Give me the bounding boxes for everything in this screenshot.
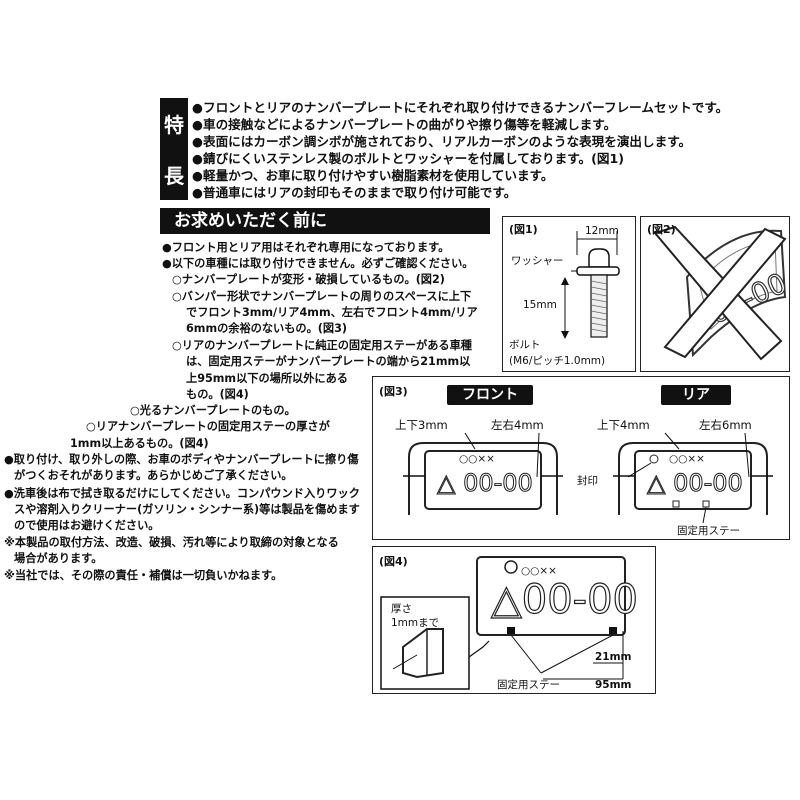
features-label-bottom: 長 bbox=[164, 164, 184, 188]
dim-21mm: 21mm bbox=[595, 651, 632, 663]
notice-line: 上95mm以下の場所以外にある bbox=[186, 372, 348, 385]
notice-line: ※本製品の取付方法、改造、破損、汚れ等により取締の対象となる bbox=[4, 536, 339, 549]
figure-4-label: (図4) bbox=[379, 555, 408, 568]
notice-line: ○リアナンバープレートの固定用ステーの厚さが bbox=[86, 420, 330, 433]
notice-line: 6mmの余裕のないもの。(図3) bbox=[186, 322, 347, 335]
notice-line: ●取り付け、取り外しの際、お車のボディやナンバープレートに擦り傷 bbox=[4, 453, 359, 466]
fig4-plate-number: △00-00 bbox=[490, 576, 638, 623]
seal-label: 封印 bbox=[577, 475, 598, 487]
figure-3: (図3) フロント リア 上下3mm 左右4mm 上下4mm 左右6mm ○○×… bbox=[372, 376, 790, 540]
notice-line: ●洗車後は布で拭き取るだけにしてください。コンパウンド入りワック bbox=[4, 487, 360, 500]
front-lr-clearance: 左右4mm bbox=[491, 418, 544, 432]
bolt-spec: (M6/ピッチ1.0mm) bbox=[509, 355, 606, 367]
feature-item: ●車の接触などによるナンバープレートの曲がりや擦り傷等を軽減します。 bbox=[192, 117, 617, 132]
thickness-label-1: 厚さ bbox=[391, 603, 412, 615]
stay-position-diagram bbox=[380, 556, 626, 690]
figure-1: (図1) 12mm ワッシャー 15mm ボルト (M6/ピッチ1.0mm) bbox=[502, 216, 636, 372]
notice-line: スや溶剤入りクリーナー(ガソリン・シンナー系)等は製品を傷めます bbox=[14, 503, 360, 516]
clearance-diagram bbox=[403, 432, 773, 524]
feature-item: ●錆びにくいステンレス製のボルトとワッシャーを付属しております。(図1) bbox=[192, 151, 624, 166]
figure-3-label: (図3) bbox=[379, 385, 408, 398]
feature-item: ●フロントとリアのナンバープレートにそれぞれ取り付けできるナンバーフレームセット… bbox=[192, 100, 729, 115]
features-label-top: 特 bbox=[164, 113, 184, 137]
notice-line: 場合があります。 bbox=[14, 552, 103, 565]
feature-item: ●表面にはカーボン調シボが施されており、リアルカーボンのような表現を演出します。 bbox=[192, 134, 692, 149]
features-list: ●フロントとリアのナンバープレートにそれぞれ取り付けできるナンバーフレームセット… bbox=[192, 99, 728, 201]
fig4-plate-top: ○○×× bbox=[521, 565, 557, 577]
feature-item: ●普通車にはリアの封印もそのままで取り付け可能です。 bbox=[192, 185, 517, 200]
notice-line: ●フロント用とリア用はそれぞれ専用になっております。 bbox=[162, 241, 450, 254]
features-label: 特 長 bbox=[160, 98, 188, 200]
bolt-diagram bbox=[561, 231, 620, 339]
washer-label: ワッシャー bbox=[511, 255, 564, 267]
notice-line: でフロント3mm/リア4mm、左右でフロント4mm/リア bbox=[186, 306, 478, 319]
front-plate-top: ○○×× bbox=[459, 453, 495, 465]
rear-lr-clearance: 左右6mm bbox=[699, 418, 752, 432]
notice-line: は、固定用ステーがナンバープレートの端から21mm以 bbox=[186, 355, 471, 368]
dim-95mm: 95mm bbox=[595, 679, 632, 691]
notice-line: ○ナンバープレートが変形・破損しているもの。(図2) bbox=[172, 273, 445, 286]
notice-line: ○バンパー形状でナンバープレートの周りのスペースに上下 bbox=[172, 290, 472, 303]
rear-tb-clearance: 上下4mm bbox=[597, 418, 650, 432]
rear-plate-number: △ 00-00 bbox=[647, 469, 744, 498]
front-plate-number: △ 00-00 bbox=[437, 469, 534, 498]
rear-plate-top: ○○×× bbox=[669, 453, 705, 465]
section-title: お求めいただく前に bbox=[160, 208, 490, 234]
dim-12mm: 12mm bbox=[585, 225, 619, 237]
notice-line: 1mm以上あるもの。(図4) bbox=[70, 437, 209, 450]
notice-line: ○光るナンバープレートのもの。 bbox=[130, 404, 296, 417]
front-tb-clearance: 上下3mm bbox=[395, 418, 448, 432]
notice-line: もの。(図4) bbox=[186, 388, 249, 401]
notice-line: ※当社では、その際の責任・補償は一切負いかねます。 bbox=[4, 569, 283, 582]
front-tag: フロント bbox=[447, 385, 533, 405]
figure-4: (図4) ○○×× △00-00 厚さ 1mmまで 21mm 固定用ステー 95… bbox=[372, 546, 656, 694]
feature-item: ●軽量かつ、お車に取り付けやすい樹脂素材を使用しています。 bbox=[192, 168, 554, 183]
fig4-stay-label: 固定用ステー bbox=[497, 679, 560, 691]
deformed-plate-diagram: 00-00 bbox=[653, 225, 791, 361]
notice-line: ●以下の車種には取り付けできません。必ずご確認ください。 bbox=[162, 257, 474, 270]
notice-line: がつくおそれがあります。あらかじめご了承ください。 bbox=[14, 469, 293, 482]
notice-line: ので使用はお避けください。 bbox=[14, 519, 160, 532]
dim-15mm: 15mm bbox=[523, 299, 557, 311]
thickness-label-2: 1mmまで bbox=[391, 617, 440, 629]
notice-line: ○リアのナンバープレートに純正の固定用ステーがある車種 bbox=[172, 339, 472, 352]
figure-2: 00-00 (図2) bbox=[640, 216, 791, 372]
stay-label: 固定用ステー bbox=[677, 525, 740, 537]
rear-tag: リア bbox=[661, 385, 731, 405]
figure-2-label: (図2) bbox=[647, 223, 676, 236]
bolt-label: ボルト bbox=[509, 339, 541, 351]
figure-1-label: (図1) bbox=[509, 223, 538, 236]
